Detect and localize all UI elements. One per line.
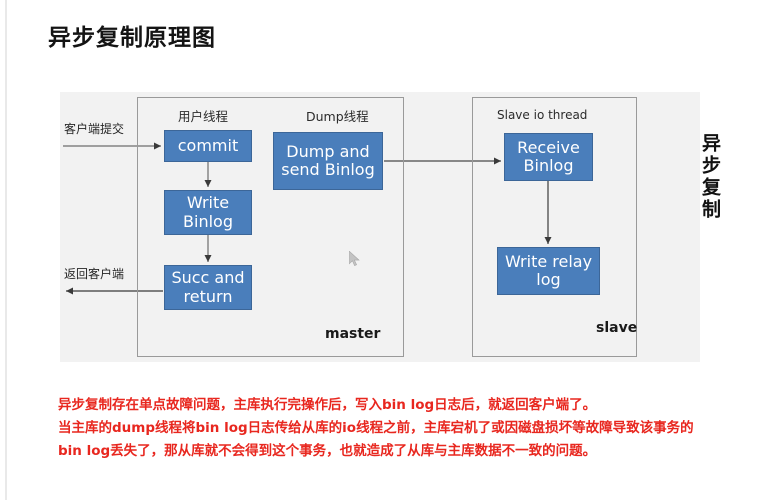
box-write-relay-log[interactable]: Write relay log bbox=[497, 247, 600, 295]
box-dump-and-send-binlog[interactable]: Dump and send Binlog bbox=[273, 132, 383, 190]
return-to-client-label: 返回客户端 bbox=[64, 267, 125, 281]
box-commit[interactable]: commit bbox=[164, 130, 252, 162]
box-succ-and-return[interactable]: Succ and return bbox=[164, 265, 252, 310]
caption-line-2: 当主库的dump线程将bin log日志传给从库的io线程之前，主库宕机了或因磁… bbox=[58, 420, 694, 436]
caption-line-1: 异步复制存在单点故障问题，主库执行完操作后，写入bin log日志后，就返回客户… bbox=[58, 397, 597, 413]
dump-thread-caption: Dump线程 bbox=[306, 109, 369, 124]
master-zone bbox=[137, 97, 404, 357]
slave-zone bbox=[472, 97, 637, 357]
left-edge-bar bbox=[0, 0, 7, 500]
async-replication-vertical-label: 异步复制 bbox=[699, 133, 721, 221]
caption-line-3: bin log丢失了，那从库就不会得到这个事务，也就造成了从库与主库数据不一致的… bbox=[58, 443, 597, 459]
mouse-cursor-icon bbox=[349, 251, 360, 266]
user-thread-caption: 用户线程 bbox=[178, 109, 229, 124]
slave-zone-label: slave bbox=[596, 320, 638, 336]
box-receive-binlog[interactable]: Receive Binlog bbox=[504, 133, 593, 181]
red-caption-block: 异步复制存在单点故障问题，主库执行完操作后，写入bin log日志后，就返回客户… bbox=[58, 394, 748, 463]
client-submit-label: 客户端提交 bbox=[64, 122, 125, 136]
master-zone-label: master bbox=[325, 326, 381, 342]
box-write-binlog[interactable]: Write Binlog bbox=[164, 190, 252, 235]
slave-io-thread-caption: Slave io thread bbox=[497, 108, 588, 122]
page-title: 异步复制原理图 bbox=[48, 25, 216, 51]
